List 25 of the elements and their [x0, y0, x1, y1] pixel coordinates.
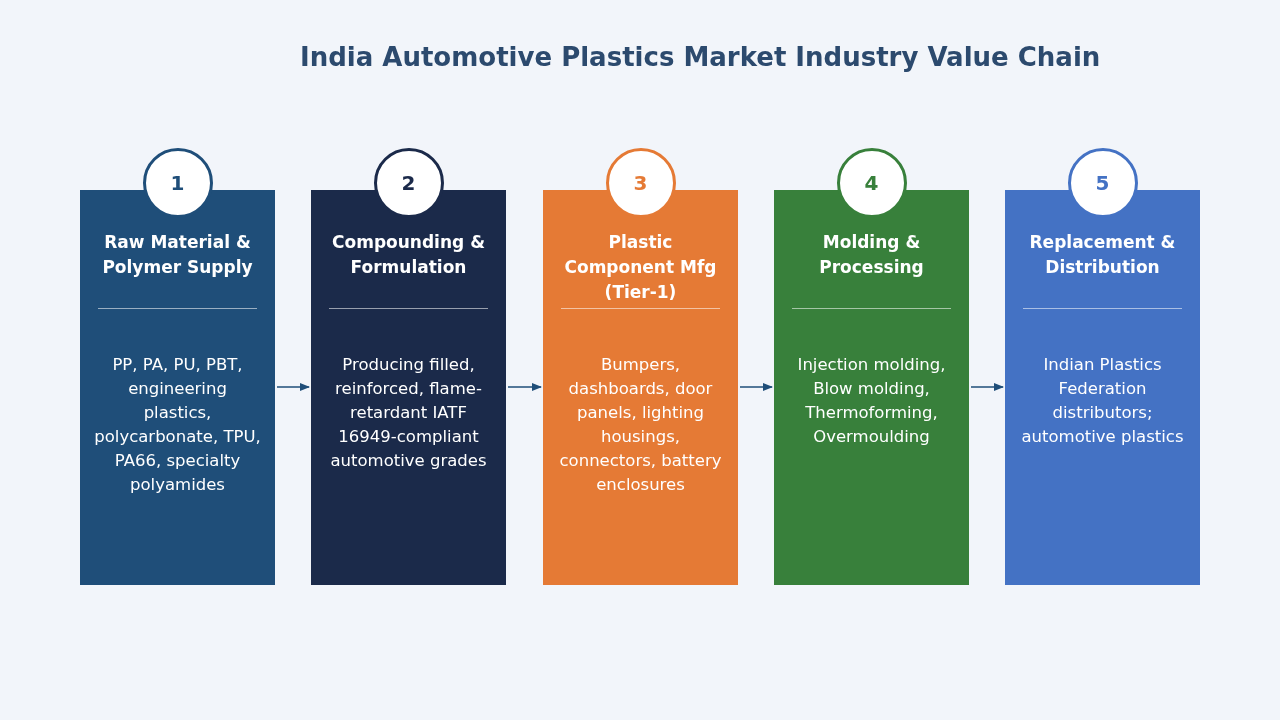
step-number-circle: 3 [605, 148, 676, 218]
step-number-circle: 5 [1067, 148, 1138, 218]
stage-description: Indian Plastics Federation distributors; automotive plastics [1020, 354, 1185, 448]
step-number-circle: 4 [836, 148, 907, 218]
arrow [739, 382, 774, 392]
stage-description: Producing filled, reinforced, flame-retardant IATF 16949-compliant automotive grades [329, 354, 488, 472]
stage-heading: Molding & Processing [818, 231, 925, 279]
step-number-circle: 1 [142, 148, 213, 218]
stage-description: Bumpers, dashboards, door panels, lighting housings, connectors, battery enclosures [558, 354, 723, 496]
stage-card [774, 190, 969, 585]
step-number-circle: 2 [373, 148, 444, 218]
arrow [970, 382, 1005, 392]
stage-card [543, 190, 738, 585]
stage-description: Injection molding, Blow molding, Thermoforming, Overmoulding [796, 354, 947, 448]
stage-card [80, 190, 275, 585]
stage-description: PP, PA, PU, PBT, engineering plastics, polycarbonate, TPU, PA66, specialty polyamides [93, 354, 262, 496]
title: India Automotive Plastics Market Industry Value Chain [300, 42, 1101, 72]
stage-heading: Raw Material & Polymer Supply [101, 231, 254, 279]
arrow [507, 382, 543, 392]
stage-heading: Replacement & Distribution [1028, 231, 1177, 279]
arrow [276, 382, 311, 392]
stage-heading: Compounding & Formulation [331, 231, 486, 279]
stage-card [311, 190, 506, 585]
stage-heading: Plastic Component Mfg (Tier-1) [563, 231, 718, 304]
stage-card [1005, 190, 1200, 585]
